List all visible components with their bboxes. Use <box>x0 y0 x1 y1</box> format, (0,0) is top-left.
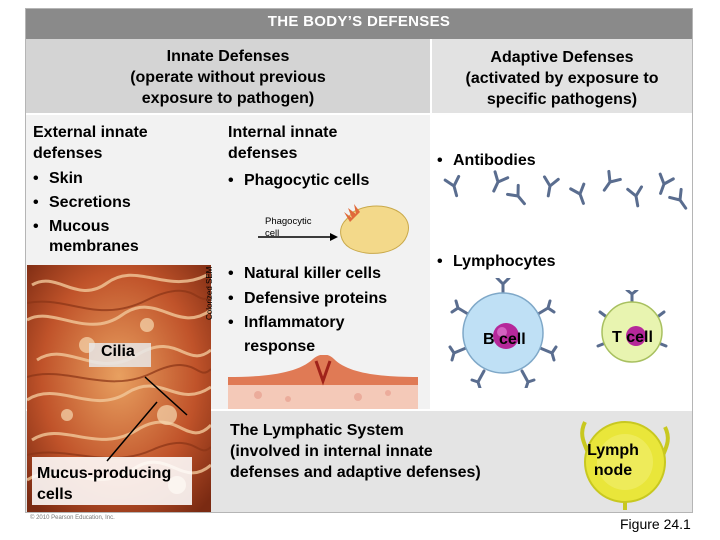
diagram-title: THE BODY’S DEFENSES <box>267 13 451 30</box>
external-item-mucous-membranes: Mucous membranes <box>33 217 213 257</box>
adaptive-item-antibodies: Antibodies <box>437 149 687 173</box>
antibodies-list: Antibodies <box>437 149 687 173</box>
figure-label: Figure 24.1 <box>620 516 691 532</box>
innate-heading: Innate Defenses (operate without previou… <box>130 48 326 107</box>
title-bar <box>26 9 692 39</box>
t-cell-illustration <box>596 290 668 363</box>
external-item-secretions: Secretions <box>33 191 213 215</box>
external-innate-list: Skin Secretions Mucous membranes <box>33 167 213 257</box>
colorized-sem-label: Colorized SEM <box>205 266 214 320</box>
t-cell-label: T cell <box>612 329 653 346</box>
adaptive-header-panel <box>432 39 692 113</box>
inflammation-illustration <box>228 355 418 409</box>
adaptive-item-lymphocytes: Lymphocytes <box>437 250 687 274</box>
antibodies-illustration <box>443 169 688 210</box>
external-innate-heading: External innate defenses <box>33 124 148 162</box>
cilia-pointer-line <box>144 376 188 416</box>
lymph-node-label: Lymph node <box>587 442 639 479</box>
mucus-producing-cells-label: Mucus-producing cells <box>37 465 172 503</box>
copyright-notice: © 2010 Pearson Education, Inc. <box>30 515 115 521</box>
cilia-label: Cilia <box>101 343 135 360</box>
phagocyte-illustration <box>258 204 409 254</box>
internal-item-defensive-proteins: Defensive proteins <box>228 286 428 311</box>
lymphocytes-list: Lymphocytes <box>437 250 687 274</box>
b-cell-label: B cell <box>483 331 526 348</box>
external-item-skin: Skin <box>33 167 213 191</box>
cilia-micrograph <box>27 265 211 512</box>
lymph-node-illustration <box>580 421 670 510</box>
adaptive-heading: Adaptive Defenses (activated by exposure… <box>465 49 659 108</box>
lymphatic-system-text: The Lymphatic System (involved in intern… <box>230 422 481 481</box>
innate-header-panel <box>26 39 430 113</box>
internal-item-inflammatory-response: Inflammatory response <box>228 311 428 359</box>
mucus-pointer-line <box>106 401 158 462</box>
internal-item-natural-killer-cells: Natural killer cells <box>228 261 428 286</box>
internal-innate-heading: Internal innate defenses <box>228 124 338 162</box>
phagocytic-cells-list: Phagocytic cells <box>228 169 428 193</box>
phagocytic-cell-label: Phagocytic cell <box>265 216 312 239</box>
internal-innate-list: Natural killer cells Defensive proteins … <box>228 261 428 359</box>
b-cell-illustration <box>448 278 558 388</box>
internal-item-phagocytic-cells: Phagocytic cells <box>228 169 428 193</box>
